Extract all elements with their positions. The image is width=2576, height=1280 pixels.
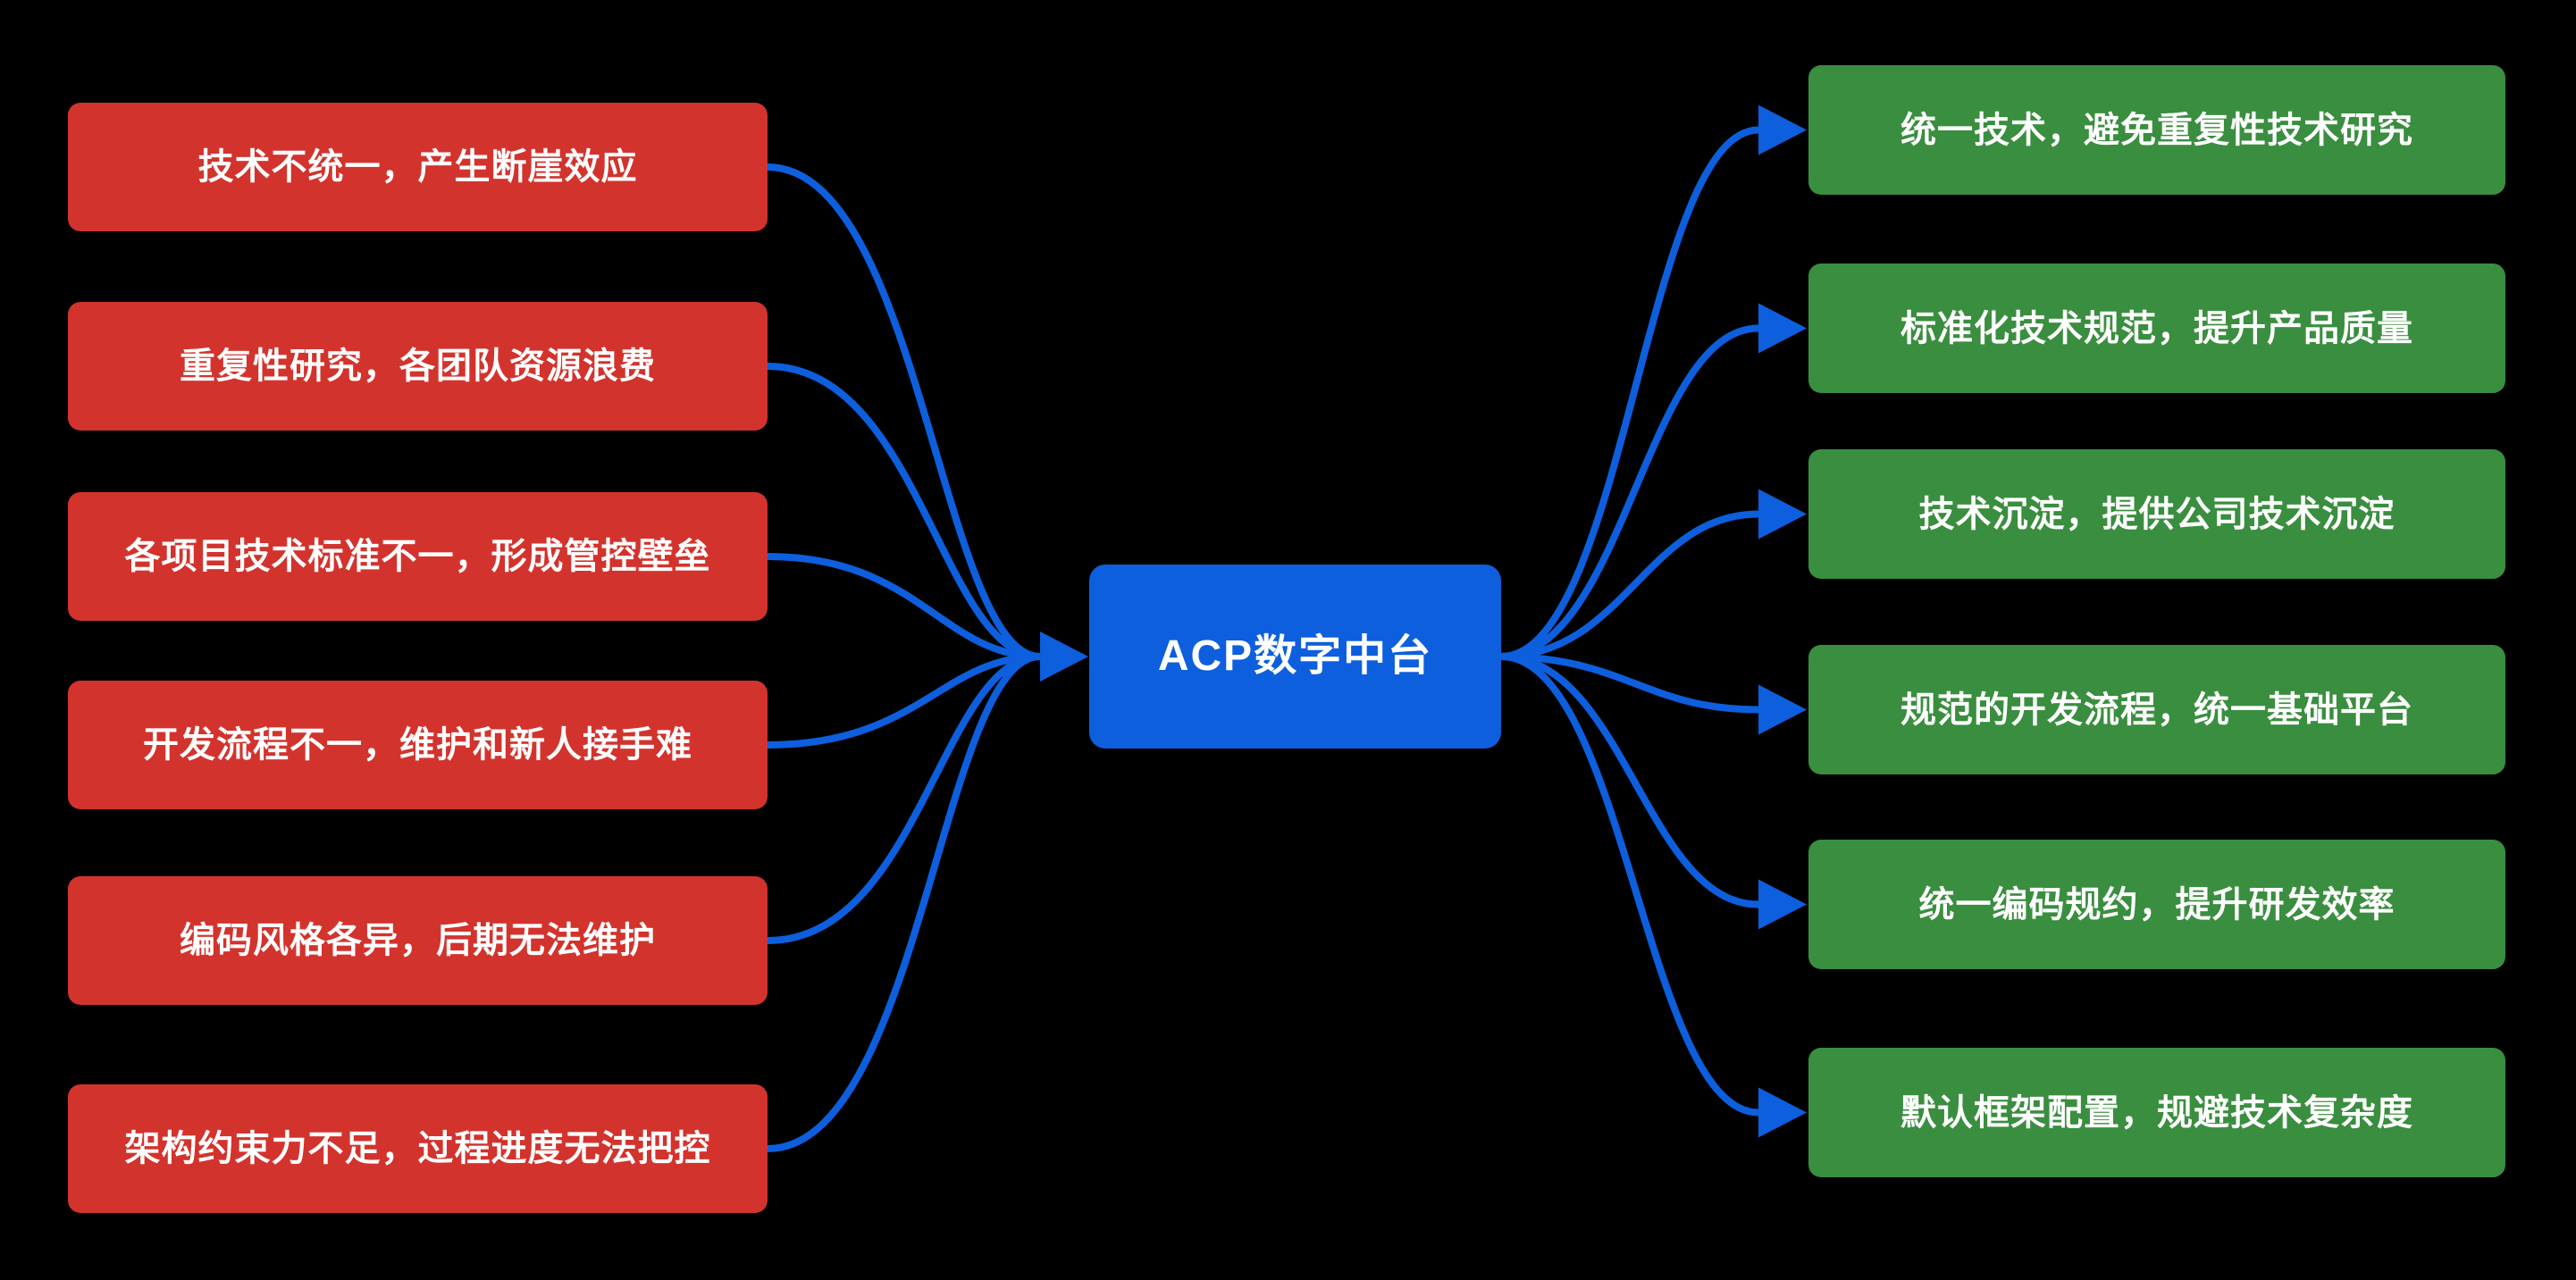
problem-node: 架构约束力不足，过程进度无法把控 — [68, 1084, 768, 1213]
connector-arrowhead — [1758, 489, 1807, 540]
problem-node: 技术不统一，产生断崖效应 — [68, 103, 768, 231]
connector-curve — [1498, 324, 1762, 660]
benefit-node: 统一技术，避免重复性技术研究 — [1808, 65, 2505, 195]
connector-curve — [764, 553, 1044, 660]
connector-curve — [764, 363, 1044, 660]
connector-curve — [764, 653, 1044, 749]
benefit-node: 标准化技术规范，提升产品质量 — [1808, 264, 2505, 393]
connector-curve — [1498, 653, 1762, 1117]
connector-arrowhead — [1758, 1087, 1807, 1138]
benefit-node: 规范的开发流程，统一基础平台 — [1808, 645, 2505, 774]
connector-arrowhead — [1040, 632, 1088, 682]
connector-curve — [764, 163, 1044, 660]
connector-curve — [1498, 126, 1762, 660]
connector-curve — [1498, 653, 1762, 714]
problem-node: 重复性研究，各团队资源浪费 — [68, 302, 768, 431]
center-node: ACP数字中台 — [1089, 565, 1501, 749]
benefit-node: 统一编码规约，提升研发效率 — [1808, 840, 2505, 969]
connector-curve — [1498, 510, 1762, 660]
connector-curve — [1498, 653, 1762, 908]
connector-curve — [764, 653, 1044, 1152]
benefit-node: 技术沉淀，提供公司技术沉淀 — [1808, 449, 2505, 579]
connector-arrowhead — [1758, 303, 1807, 354]
connector-arrowhead — [1758, 684, 1807, 735]
connector-arrowhead — [1758, 879, 1807, 930]
problem-node: 开发流程不一，维护和新人接手难 — [68, 681, 768, 809]
problem-node: 编码风格各异，后期无法维护 — [68, 876, 768, 1005]
benefit-node: 默认框架配置，规避技术复杂度 — [1808, 1048, 2505, 1177]
problem-node: 各项目技术标准不一，形成管控壁垒 — [68, 492, 768, 621]
connector-arrowhead — [1758, 105, 1807, 155]
connector-curve — [764, 653, 1044, 944]
